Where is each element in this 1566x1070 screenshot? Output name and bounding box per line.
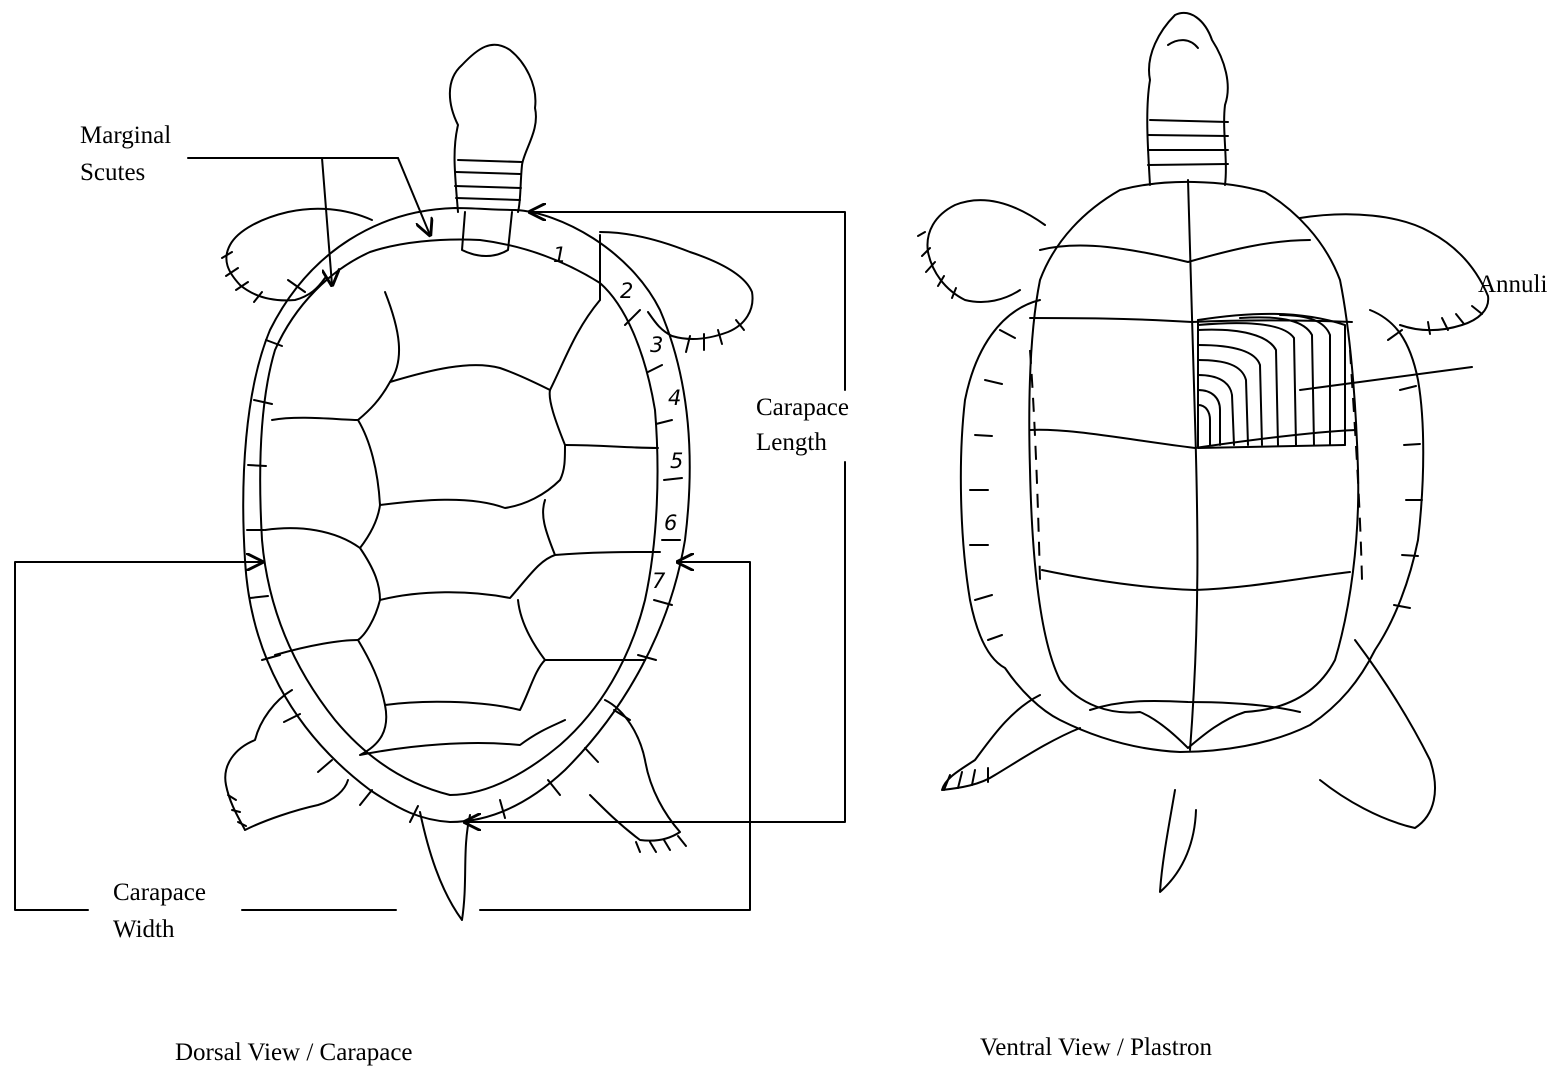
ventral-turtle bbox=[918, 13, 1488, 892]
ventral-back-left-leg bbox=[942, 695, 1080, 790]
dorsal-tail bbox=[420, 812, 470, 920]
dorsal-back-left-leg bbox=[225, 690, 348, 830]
dorsal-front-left-flipper bbox=[226, 209, 372, 301]
ventral-front-right-flipper bbox=[1300, 214, 1488, 330]
central-scute-outline bbox=[260, 240, 657, 796]
dorsal-turtle bbox=[222, 45, 753, 920]
dorsal-caption: Dorsal View / Carapace bbox=[175, 1039, 413, 1066]
marginal-number-1: 1 bbox=[553, 243, 566, 267]
carapace-length-label-line2: Length bbox=[756, 429, 827, 456]
marginal-number-7: 7 bbox=[652, 569, 666, 593]
marginal-number-3: 3 bbox=[650, 333, 663, 357]
ventral-caption: Ventral View / Plastron bbox=[980, 1034, 1213, 1061]
plastron-outline bbox=[1029, 182, 1358, 748]
annuli-rings bbox=[1198, 314, 1345, 448]
marginal-number-5: 5 bbox=[670, 449, 683, 473]
dorsal-back-right-leg bbox=[590, 700, 680, 841]
marginal-scutes-label-line2: Scutes bbox=[80, 159, 145, 186]
carapace-length-bracket bbox=[530, 212, 845, 390]
ventral-back-right-leg bbox=[1320, 640, 1435, 828]
ventral-tail bbox=[1160, 790, 1196, 892]
carapace-width-label-line1: Carapace bbox=[113, 879, 206, 906]
carapace-width-bracket bbox=[15, 562, 262, 910]
ventral-head bbox=[1147, 13, 1228, 185]
ventral-front-left-flipper bbox=[927, 200, 1045, 302]
marginal-number-6: 6 bbox=[664, 511, 677, 535]
carapace-width-label-line2: Width bbox=[113, 916, 175, 943]
annuli-leader bbox=[1300, 367, 1472, 390]
carapace-length-label-line1: Carapace bbox=[756, 394, 849, 421]
marginal-number-2: 2 bbox=[620, 279, 633, 303]
marginal-scutes-label-line1: Marginal bbox=[80, 122, 171, 149]
marginal-number-4: 4 bbox=[668, 386, 681, 410]
annuli-label: Annuli bbox=[1478, 271, 1548, 298]
